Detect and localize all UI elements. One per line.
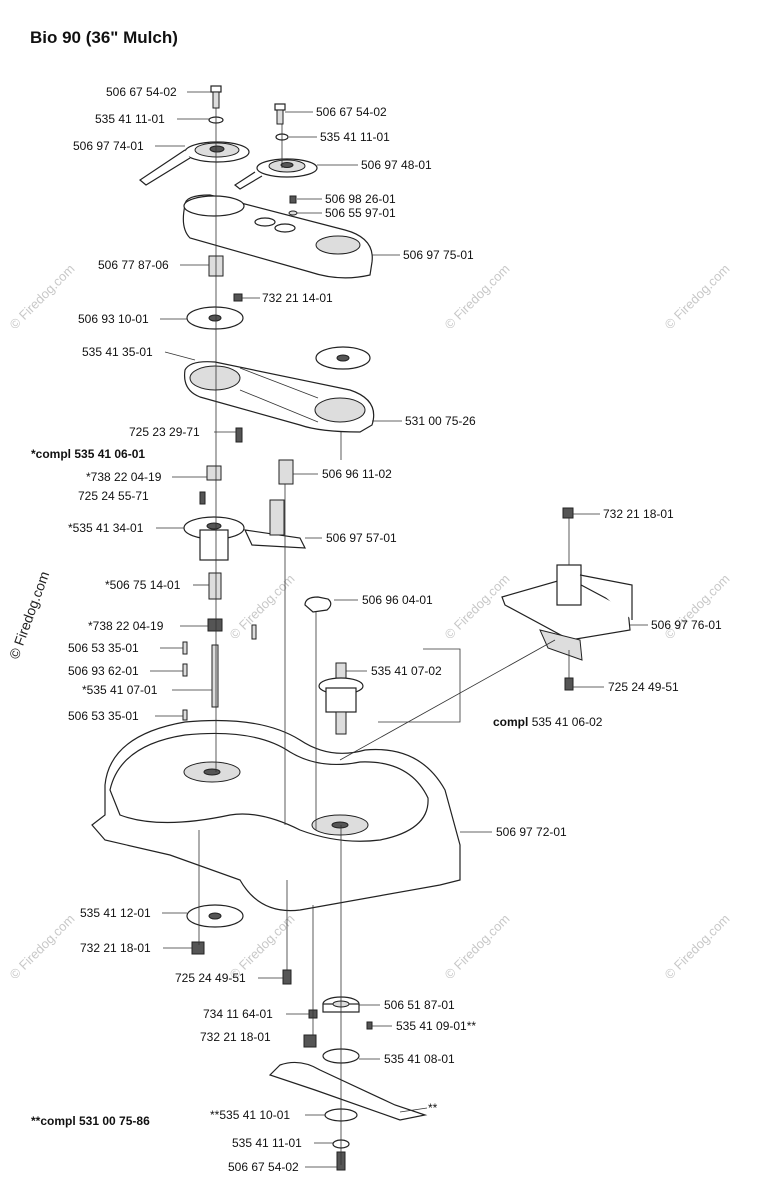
part-label: *738 22 04-19 xyxy=(88,619,164,633)
part-label: 732 21 18-01 xyxy=(200,1030,271,1044)
part-label: 506 55 97-01 xyxy=(325,206,396,220)
part-label: 535 41 12-01 xyxy=(80,906,151,920)
watermark-5: © Firedog.com xyxy=(442,571,513,642)
part-label: 535 41 09-01** xyxy=(396,1019,476,1033)
mounting-frame-icon xyxy=(501,564,633,661)
part-label: 535 41 11-01 xyxy=(232,1136,302,1150)
spindle-housing-icon xyxy=(183,516,245,561)
part-label-compl: **compl 531 00 75-86 xyxy=(31,1114,150,1128)
part-label: 506 67 54-02 xyxy=(106,85,177,99)
leader-lines xyxy=(150,91,648,1168)
screw-icon xyxy=(199,491,206,505)
screw-icon xyxy=(366,1021,373,1030)
bolt-icon xyxy=(282,969,292,985)
plate-icon xyxy=(315,346,371,370)
bolt-icon xyxy=(210,85,222,109)
part-label: 725 24 49-51 xyxy=(608,680,679,694)
part-label: *535 41 07-01 xyxy=(82,683,158,697)
mower-deck-icon xyxy=(91,719,461,912)
shaft-icon xyxy=(211,644,219,708)
part-label: 535 41 07-02 xyxy=(371,664,442,678)
pin-icon xyxy=(182,663,188,677)
part-label: 506 96 11-02 xyxy=(322,467,392,481)
link-icon xyxy=(304,596,332,613)
part-label: 732 21 14-01 xyxy=(262,291,333,305)
watermark-10: © Firedog.com xyxy=(662,911,733,982)
watermark-7: © Firedog.com xyxy=(7,911,78,982)
part-label: 506 97 57-01 xyxy=(326,531,397,545)
part-label: 732 21 18-01 xyxy=(603,507,674,521)
part-labels: 506 67 54-02 535 41 11-01 506 97 74-01 5… xyxy=(31,85,722,1174)
nut-icon xyxy=(191,941,205,955)
part-label: 725 24 49-51 xyxy=(175,971,246,985)
pin-icon xyxy=(251,624,257,640)
spacer-icon xyxy=(208,572,222,600)
part-label: 506 96 04-01 xyxy=(362,593,433,607)
side-watermark: © Firedog.com xyxy=(6,569,53,661)
nut-icon xyxy=(288,210,298,216)
part-label: 506 51 87-01 xyxy=(384,998,455,1012)
part-label: 535 41 11-01 xyxy=(95,112,165,126)
part-label: 506 77 87-06 xyxy=(98,258,169,272)
part-label: 734 11 64-01 xyxy=(203,1007,273,1021)
part-label: 535 41 11-01 xyxy=(320,130,390,144)
part-label: *738 22 04-19 xyxy=(86,470,162,484)
part-label: *535 41 34-01 xyxy=(68,521,144,535)
part-label: 506 97 72-01 xyxy=(496,825,567,839)
part-label: 531 00 75-26 xyxy=(405,414,476,428)
nut-icon xyxy=(233,293,243,302)
part-label: 506 53 35-01 xyxy=(68,641,139,655)
belt-assembly-icon xyxy=(183,361,375,433)
plate-icon xyxy=(186,306,244,330)
watermark-3: © Firedog.com xyxy=(662,261,733,332)
screw-icon xyxy=(289,195,297,204)
part-label: 725 24 55-71 xyxy=(78,489,149,503)
part-label: ** xyxy=(428,1101,438,1115)
pin-icon xyxy=(182,641,188,655)
page-title: Bio 90 (36" Mulch) xyxy=(30,28,178,47)
watermark-4: © Firedog.com xyxy=(227,571,298,642)
bracket-icon xyxy=(243,499,306,549)
pulley-icon xyxy=(233,158,318,190)
pin-icon xyxy=(182,709,188,721)
part-label: 506 97 75-01 xyxy=(403,248,474,262)
flange-icon xyxy=(186,904,244,928)
pulley-icon xyxy=(138,141,250,186)
spacer-icon xyxy=(278,459,294,485)
part-label: 506 93 62-01 xyxy=(68,664,139,678)
bolt-icon xyxy=(564,677,574,691)
part-label-compl: compl 535 41 06-02 xyxy=(493,715,603,729)
part-label: 506 97 76-01 xyxy=(651,618,722,632)
spacer-icon xyxy=(207,618,223,632)
part-label: 506 97 74-01 xyxy=(73,139,144,153)
part-label: *506 75 14-01 xyxy=(105,578,181,592)
part-label: 732 21 18-01 xyxy=(80,941,151,955)
part-label: 506 98 26-01 xyxy=(325,192,396,206)
part-label: 506 53 35-01 xyxy=(68,709,139,723)
blade-icon xyxy=(268,1061,428,1121)
part-label: **535 41 10-01 xyxy=(210,1108,290,1122)
nut-icon xyxy=(562,507,574,519)
part-label: 506 67 54-02 xyxy=(316,105,387,119)
belt-cover-icon xyxy=(182,194,373,279)
spindle-icon xyxy=(318,662,364,735)
part-label: 506 97 48-01 xyxy=(361,158,432,172)
watermark-2: © Firedog.com xyxy=(442,261,513,332)
screw-icon xyxy=(235,427,243,443)
assembly-axis-lines xyxy=(198,108,570,1165)
bolt-icon xyxy=(274,103,286,125)
part-label-compl: *compl 535 41 06-01 xyxy=(31,447,145,461)
part-label: 535 41 35-01 xyxy=(82,345,153,359)
watermark-9: © Firedog.com xyxy=(442,911,513,982)
part-label: 725 23 29-71 xyxy=(129,425,200,439)
sleeve-icon xyxy=(206,465,222,481)
nut-icon xyxy=(303,1034,317,1048)
watermark-1: © Firedog.com xyxy=(7,261,78,332)
part-label: 506 93 10-01 xyxy=(78,312,149,326)
part-label: 535 41 08-01 xyxy=(384,1052,455,1066)
part-label: 506 67 54-02 xyxy=(228,1160,299,1174)
